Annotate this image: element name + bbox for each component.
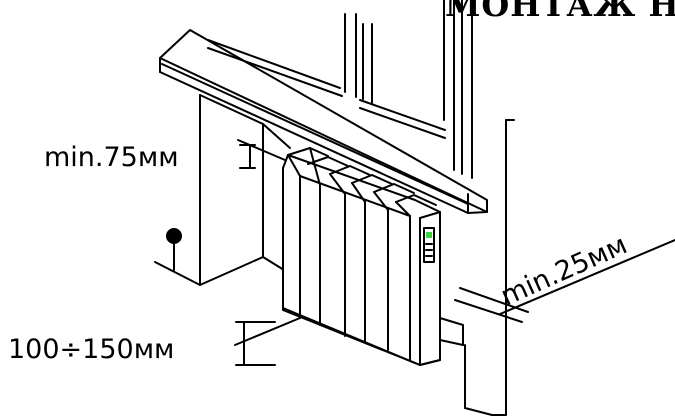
- radiator: [282, 147, 441, 366]
- top-clearance-label: min.75мм: [44, 142, 179, 173]
- window-sill: [159, 29, 488, 214]
- floor-clearance-dimension: [235, 321, 276, 366]
- top-clearance-dimension: [239, 144, 256, 169]
- window-frame: [207, 0, 473, 179]
- wall-clearance-dimension: [454, 239, 675, 323]
- wall-niche: [199, 94, 291, 286]
- indicator-led-icon: [426, 232, 432, 238]
- floor-line: [234, 317, 464, 346]
- floor-clearance-label: 100÷150мм: [8, 334, 174, 365]
- control-panel: [423, 227, 435, 263]
- wall-clearance-label: min.25мм: [496, 229, 632, 312]
- wall-socket: [154, 228, 201, 286]
- diagram-title: МОНТАЖ НА: [445, 0, 675, 24]
- right-wall: [464, 119, 515, 416]
